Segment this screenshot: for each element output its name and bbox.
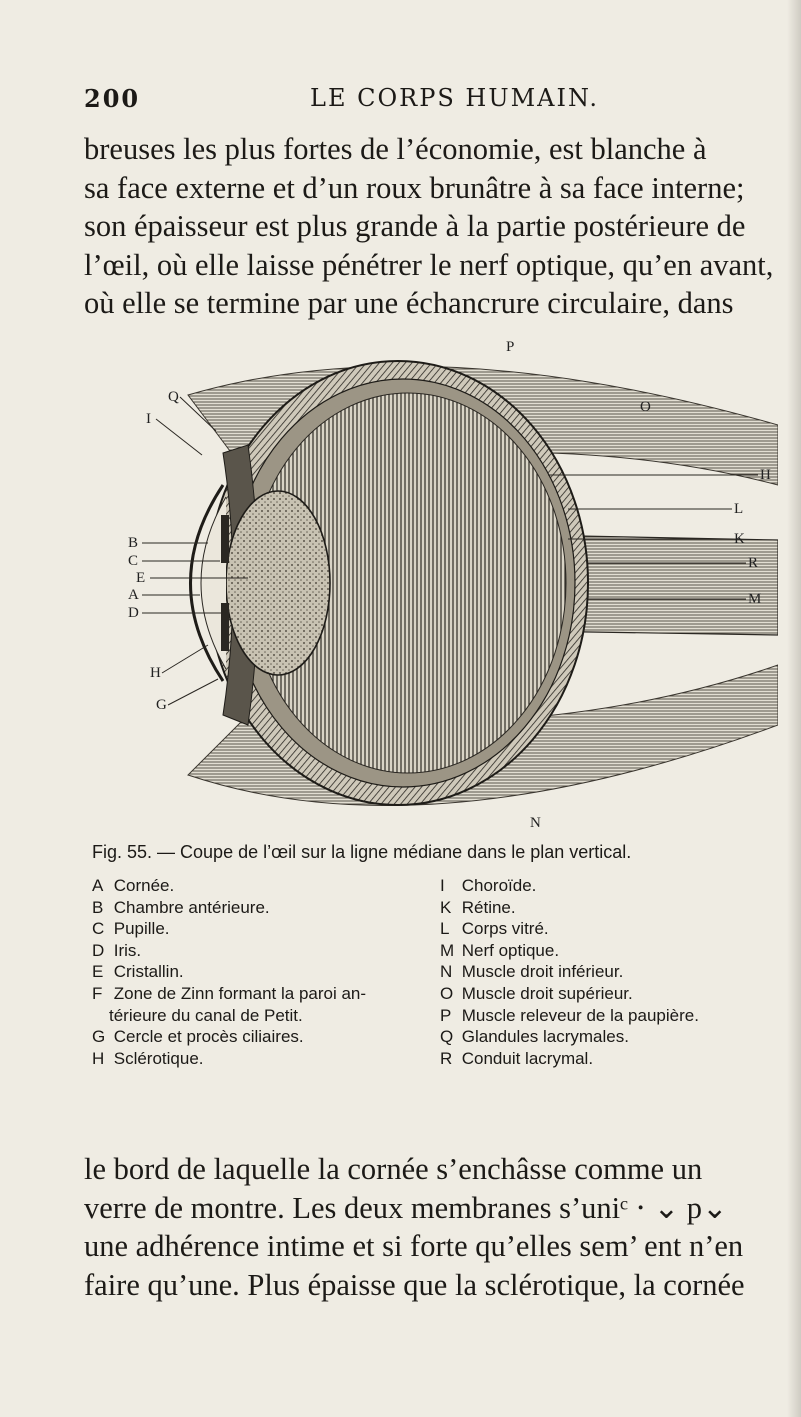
running-header: 200 LE CORPS HUMAIN. (84, 84, 724, 118)
figure-label: L (734, 501, 743, 517)
figure-label: H (150, 665, 161, 681)
figure-label: Q (168, 389, 179, 405)
legend-key: O (440, 983, 454, 1003)
figure-label: G (156, 697, 167, 713)
figure-label: C (128, 553, 138, 569)
figure-caption: Fig. 55. — Coupe de l’œil sur la ligne m… (92, 842, 632, 862)
text-line: où elle se termine par une échancrure ci… (84, 286, 734, 321)
figure-label: I (146, 411, 151, 427)
figure-label: A (128, 587, 139, 603)
figure-label: N (530, 815, 541, 831)
figure-label: P (506, 339, 514, 355)
figure-label: M (748, 591, 761, 607)
page-edge-shadow (787, 0, 801, 1417)
legend-key: E (92, 962, 104, 982)
legend-key: H (92, 1048, 105, 1068)
eye-illustration: Q I B C E A D H G P O H L K R M N (128, 339, 778, 831)
legend-text: Glandules lacrymales. (461, 1027, 629, 1047)
legend-item: K Rétine. (440, 897, 800, 919)
figure-label: E (136, 570, 145, 586)
legend-left-column: A Cornée. B Chambre antérieure. C Pupill… (92, 875, 432, 1069)
legend-text: Rétine. (461, 897, 516, 917)
legend-key: I (440, 876, 445, 895)
text-line: une adhérence intime et si forte qu’elle… (84, 1229, 744, 1264)
legend-text: Muscle droit supérieur. (461, 983, 633, 1003)
legend-text: Conduit lacrymal. (461, 1048, 594, 1068)
crystalline-lens (225, 490, 331, 676)
cornea (189, 484, 225, 682)
legend-key: R (440, 1048, 453, 1068)
figure-label: R (748, 555, 758, 571)
legend-item: R Conduit lacrymal. (440, 1048, 800, 1070)
page-number: 200 (84, 84, 141, 113)
iris-lower (221, 603, 229, 651)
legend-key: M (440, 940, 455, 960)
legend-item: I Choroïde. (440, 875, 800, 897)
text-line: sa face externe et d’un roux brunâtre à … (84, 170, 745, 205)
legend-key: B (92, 897, 104, 917)
legend-text: Zone de Zinn formant la paroi an- (113, 983, 367, 1003)
figure-label: O (640, 399, 651, 415)
legend-item: F Zone de Zinn formant la paroi an- (92, 983, 432, 1005)
text-line: breuses les plus fortes de l’économie, e… (84, 132, 707, 166)
legend-item: B Chambre antérieure. (92, 897, 432, 919)
legend-key: Q (440, 1027, 454, 1047)
legend-item: N Muscle droit inférieur. (440, 961, 800, 983)
legend-text: Pupille. (113, 919, 170, 939)
iris-upper (221, 515, 229, 563)
figure-label: D (128, 605, 139, 621)
text-line: l’œil, où elle laisse pénétrer le nerf o… (84, 247, 774, 282)
legend-item: L Corps vitré. (440, 918, 800, 940)
legend-key: A (92, 876, 104, 895)
legend-key: N (440, 962, 453, 982)
legend-item: Q Glandules lacrymales. (440, 1026, 800, 1048)
anterior-chamber (200, 496, 227, 670)
legend-item: M Nerf optique. (440, 940, 800, 962)
legend-text: Corps vitré. (461, 919, 549, 939)
paragraph-top: breuses les plus fortes de l’économie, e… (84, 130, 790, 323)
legend-item: D Iris. (92, 940, 432, 962)
figure-label: H (760, 467, 771, 483)
legend-text-continued: térieure du canal de Petit. (109, 1005, 303, 1025)
legend-key: K (440, 897, 452, 917)
running-title: LE CORPS HUMAIN. (310, 84, 600, 112)
legend-key: G (92, 1027, 106, 1047)
legend-key: L (440, 919, 450, 939)
text-line: le bord de laquelle la cornée s’enchâsse… (84, 1152, 703, 1186)
legend-item: A Cornée. (92, 875, 432, 897)
legend-text: Cristallin. (113, 962, 184, 982)
legend-text: Choroïde. (461, 876, 537, 895)
legend-item: G Cercle et procès ciliaires. (92, 1026, 432, 1048)
legend-text: Sclérotique. (113, 1048, 204, 1068)
legend-key: F (92, 983, 103, 1003)
legend-item: C Pupille. (92, 918, 432, 940)
legend-item: H Sclérotique. (92, 1048, 432, 1070)
leader-lines (142, 396, 758, 706)
legend-item: E Cristallin. (92, 961, 432, 983)
text-line: verre de montre. Les deux membranes s’un… (84, 1190, 728, 1225)
legend-key: P (440, 1005, 452, 1025)
legend-key: D (92, 940, 105, 960)
legend-text: Nerf optique. (461, 940, 560, 960)
paragraph-bottom: le bord de laquelle la cornée s’enchâsse… (84, 1150, 790, 1304)
legend-item: P Muscle releveur de la paupière. (440, 1005, 800, 1027)
legend-item: O Muscle droit supérieur. (440, 983, 800, 1005)
text-line: faire qu’une. Plus épaisse que la scléro… (84, 1267, 745, 1302)
figure-label: K (734, 531, 745, 547)
figure-label: B (128, 535, 138, 551)
legend-text: Cercle et procès ciliaires. (113, 1027, 304, 1047)
legend-key: C (92, 919, 105, 939)
text-line: son épaisseur est plus grande à la parti… (84, 209, 746, 244)
legend-text: Chambre antérieure. (113, 897, 270, 917)
legend-text: Muscle droit inférieur. (461, 962, 624, 982)
eye-section-engraving: Q I B C E A D H G P O H L K R M N (128, 335, 778, 835)
legend-text: Cornée. (113, 876, 175, 895)
legend-right-column: I Choroïde. K Rétine. L Corps vitré. M N… (440, 875, 800, 1069)
legend-text: Iris. (113, 940, 142, 960)
legend-text: Muscle releveur de la paupière. (461, 1005, 699, 1025)
